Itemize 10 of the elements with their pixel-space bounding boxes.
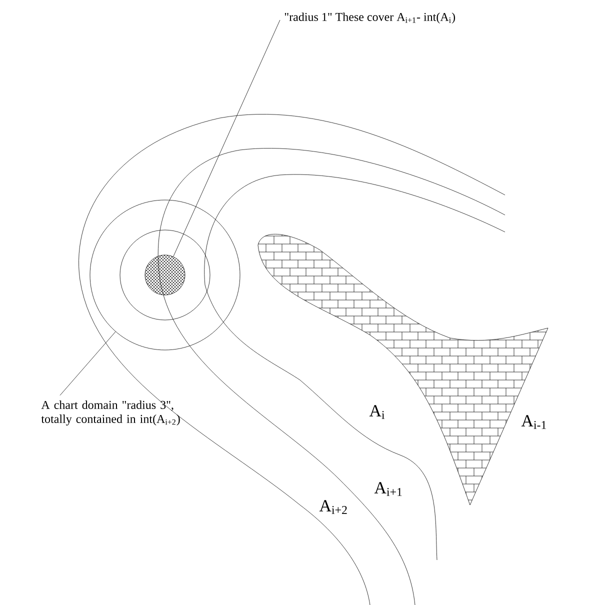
chart-circle — [90, 200, 240, 350]
annotation-text: A chart domain "radius 3", totally contained in int(A$_{i+2}$) — [41, 400, 180, 426]
region-label: A$_{i}$ — [369, 405, 385, 419]
leader-line — [173, 20, 280, 257]
region-label: A$_{i-1}$ — [521, 415, 546, 429]
annotation-text: "radius 1" These cover A$_{i+1}$- int(A$_{i}$) — [284, 12, 456, 24]
region-label: A$_{i+1}$ — [374, 482, 402, 496]
leader-line — [60, 331, 116, 396]
region-label: A$_{i+2}$ — [319, 500, 347, 514]
hatched-disc — [144, 254, 186, 296]
